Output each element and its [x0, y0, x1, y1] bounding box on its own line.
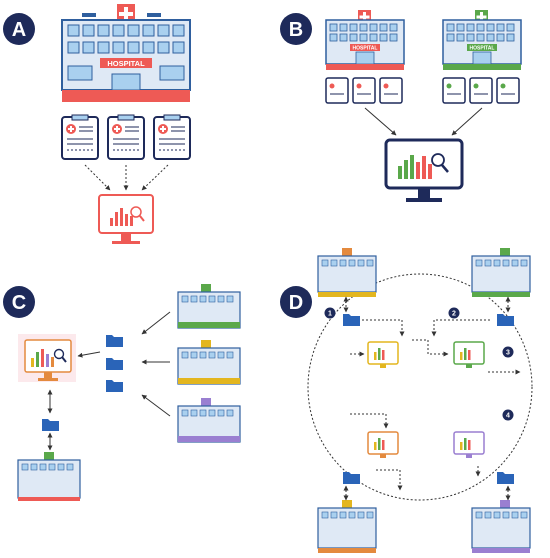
flow-arrows: [343, 296, 521, 501]
medical-record-icon: [107, 114, 145, 160]
step-badges: 1 2 3 4: [324, 307, 514, 421]
svg-text:C: C: [12, 292, 26, 314]
folder-icon: [42, 335, 123, 431]
hospital-icon: [471, 248, 531, 297]
hospital-icon: HOSPITAL: [325, 10, 405, 70]
folder-icon: [343, 314, 514, 484]
medical-record-icon: [325, 77, 403, 104]
monitor-chart-icon: [374, 348, 472, 458]
panel-a-badge: A: [3, 13, 35, 45]
flow-arrows: [364, 107, 483, 136]
monitor-chart-icon: [367, 341, 485, 455]
svg-text:1: 1: [328, 311, 332, 318]
hospital-icon: [471, 500, 531, 553]
hospital-icon: [317, 248, 377, 297]
hospital-icon: [177, 398, 241, 443]
medical-record-icon: [153, 114, 191, 160]
panel-a: A HOSPITAL: [3, 4, 191, 244]
hospital-icon: [177, 340, 241, 385]
svg-text:HOSPITAL: HOSPITAL: [470, 46, 495, 52]
svg-text:HOSPITAL: HOSPITAL: [353, 46, 378, 52]
panel-d-badge: D: [280, 286, 312, 318]
monitor-chart-icon: [18, 334, 76, 382]
plus-cross-icon: [119, 7, 133, 21]
svg-text:3: 3: [506, 350, 510, 357]
svg-text:D: D: [289, 292, 303, 314]
svg-text:2: 2: [452, 311, 456, 318]
panel-b: B HOSPITAL HOSPITAL: [280, 10, 522, 202]
hospital-icon: [317, 500, 377, 553]
medical-record-icon: [442, 77, 520, 104]
flow-arrows: [84, 164, 169, 191]
svg-text:4: 4: [506, 413, 510, 420]
svg-text:A: A: [12, 19, 26, 41]
hospital-icon: [17, 452, 81, 501]
panel-c-badge: C: [3, 286, 35, 318]
panel-d: D: [280, 248, 533, 553]
flow-arrows: [47, 311, 171, 451]
panel-c: C: [3, 284, 241, 501]
monitor-chart-icon: [384, 138, 464, 202]
hospital-icon: HOSPITAL: [61, 4, 191, 102]
hospital-icon: HOSPITAL: [442, 10, 522, 70]
federation-loop: [307, 273, 533, 501]
svg-text:B: B: [289, 19, 303, 41]
monitor-chart-icon: [98, 194, 154, 244]
svg-text:HOSPITAL: HOSPITAL: [107, 59, 145, 68]
panel-b-badge: B: [280, 13, 312, 45]
hospital-icon: [177, 284, 241, 329]
medical-record-icon: [61, 114, 99, 160]
